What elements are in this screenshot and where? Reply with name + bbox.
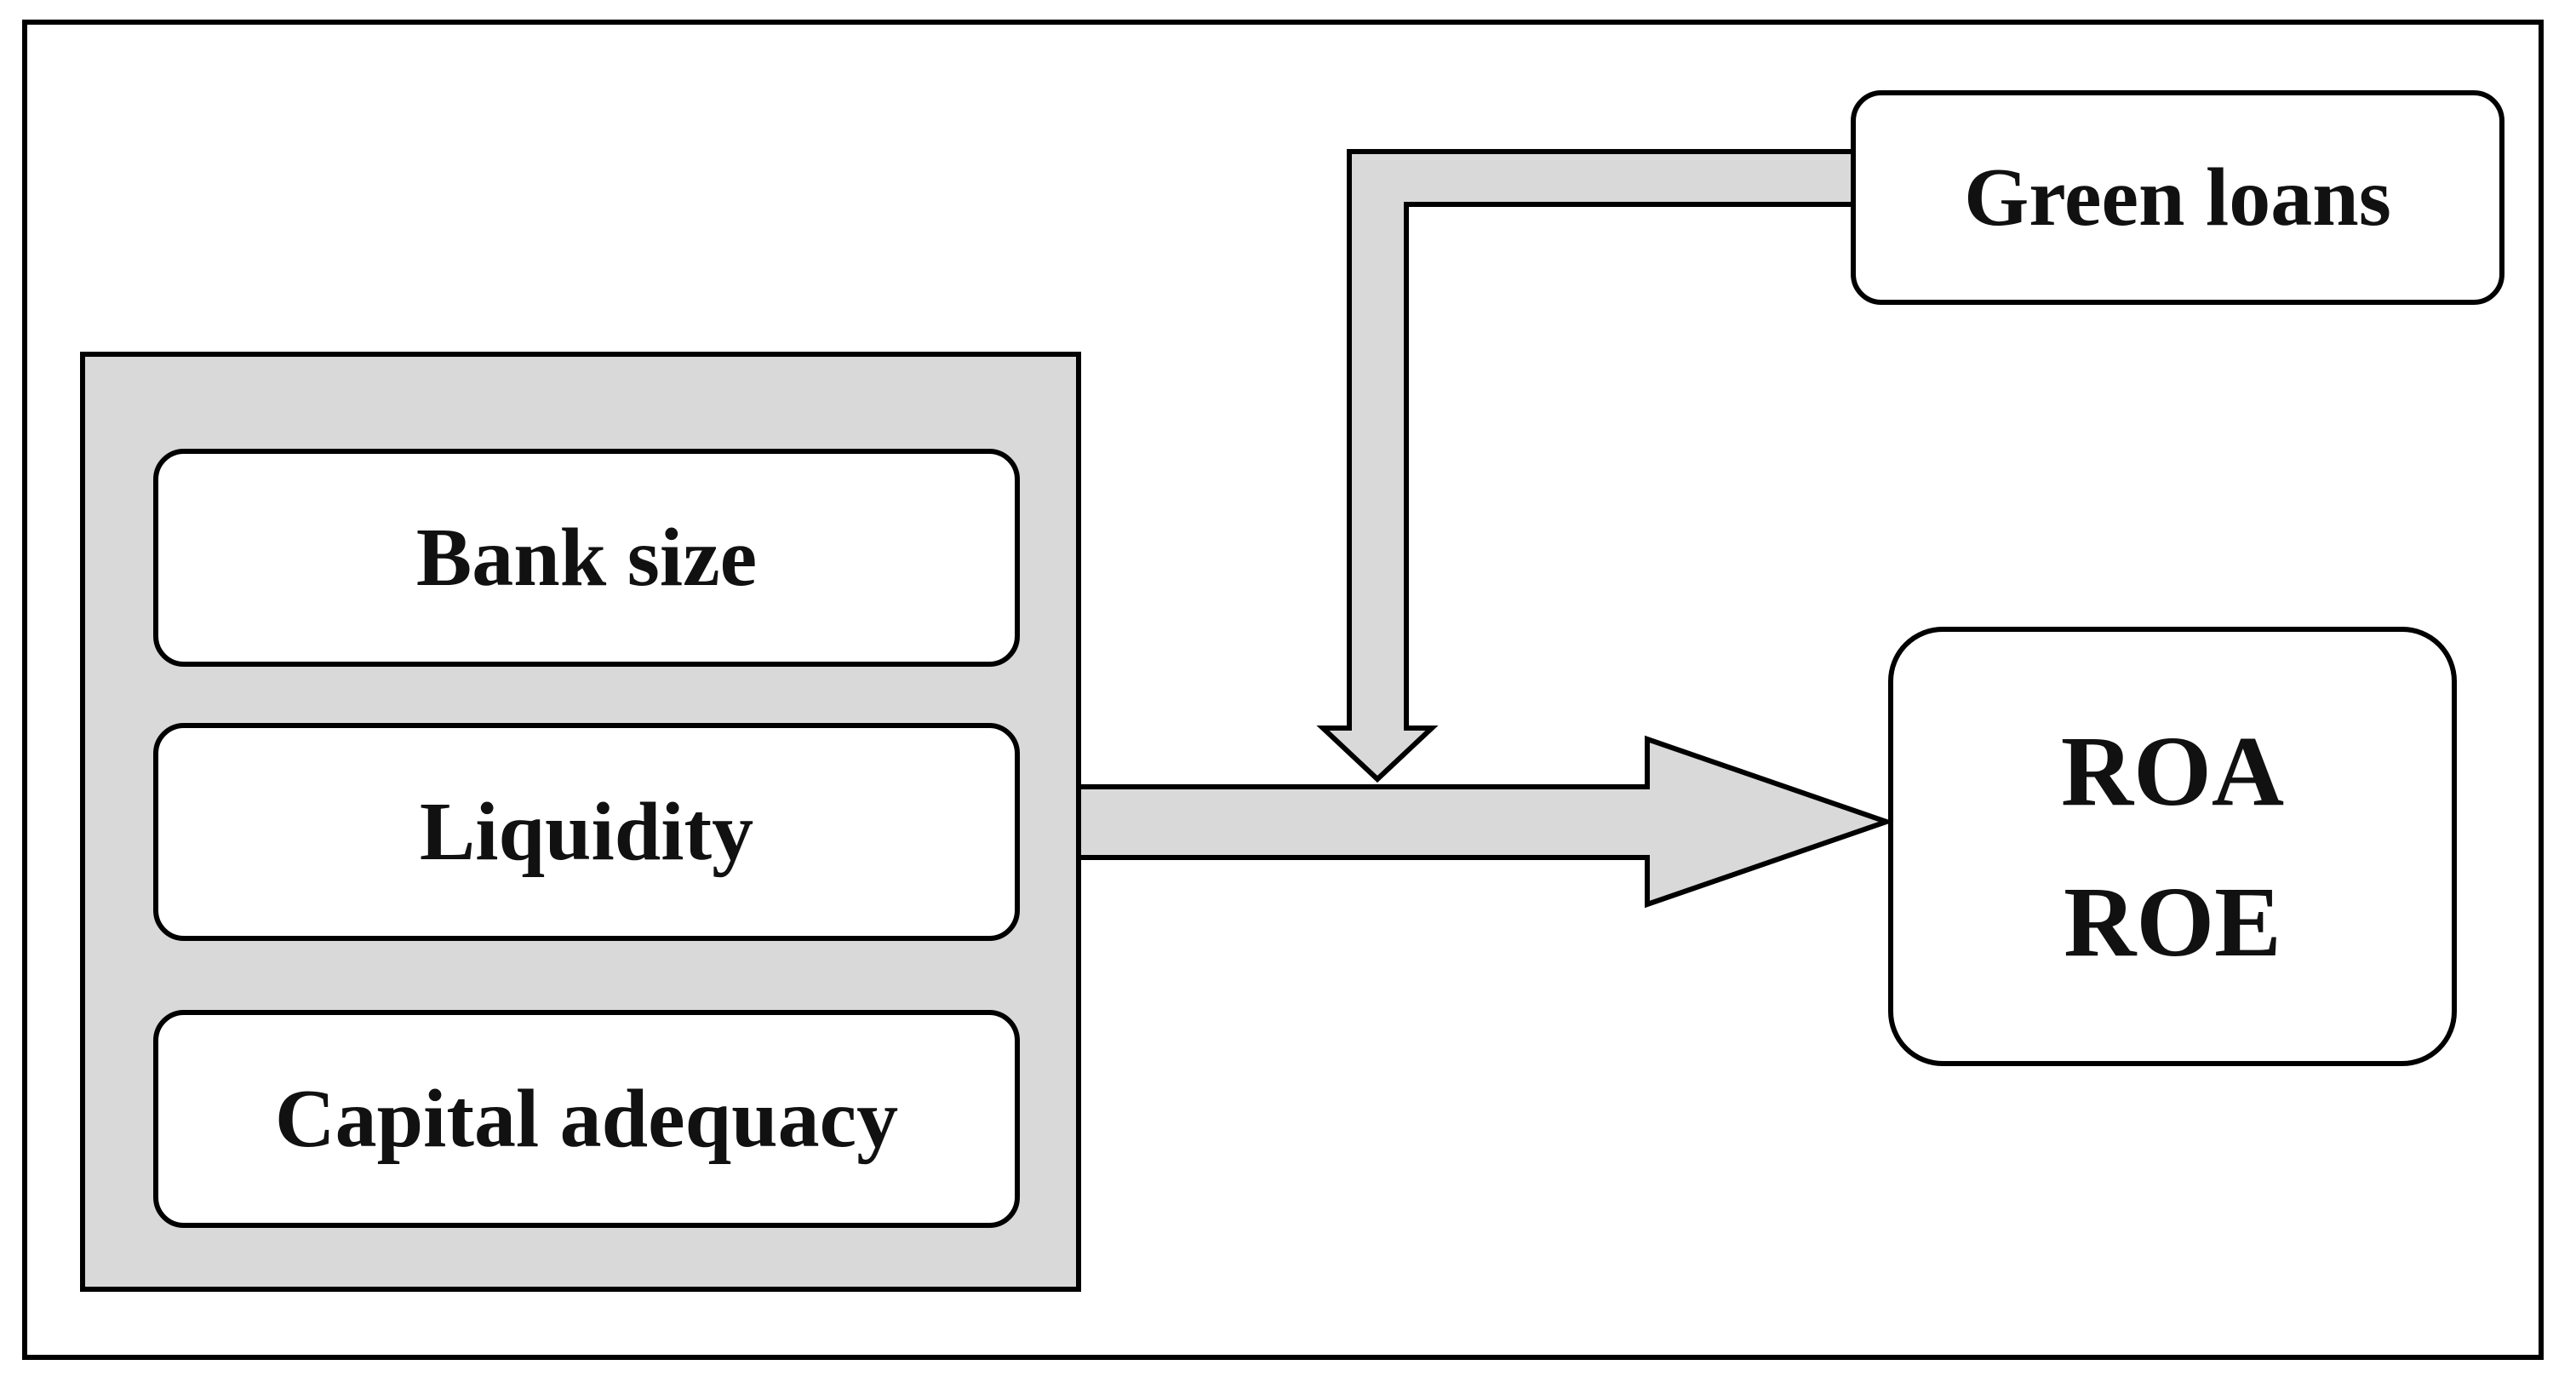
capital-adequacy-box: Capital adequacy xyxy=(153,1010,1020,1228)
green-loans-label: Green loans xyxy=(1964,152,2391,244)
roe-label: ROE xyxy=(2064,866,2281,978)
diagram-frame xyxy=(22,20,2544,1360)
liquidity-label: Liquidity xyxy=(419,786,754,878)
performance-box: ROA ROE xyxy=(1888,627,2457,1066)
liquidity-box: Liquidity xyxy=(153,723,1020,941)
roa-label: ROA xyxy=(2060,715,2285,827)
capital-adequacy-label: Capital adequacy xyxy=(274,1073,899,1165)
bank-size-label: Bank size xyxy=(415,512,758,604)
green-loans-box: Green loans xyxy=(1851,90,2504,305)
main-effect-arrow xyxy=(1079,735,1895,909)
moderating-arrow-outline xyxy=(1316,149,1851,783)
bank-size-box: Bank size xyxy=(153,449,1020,667)
